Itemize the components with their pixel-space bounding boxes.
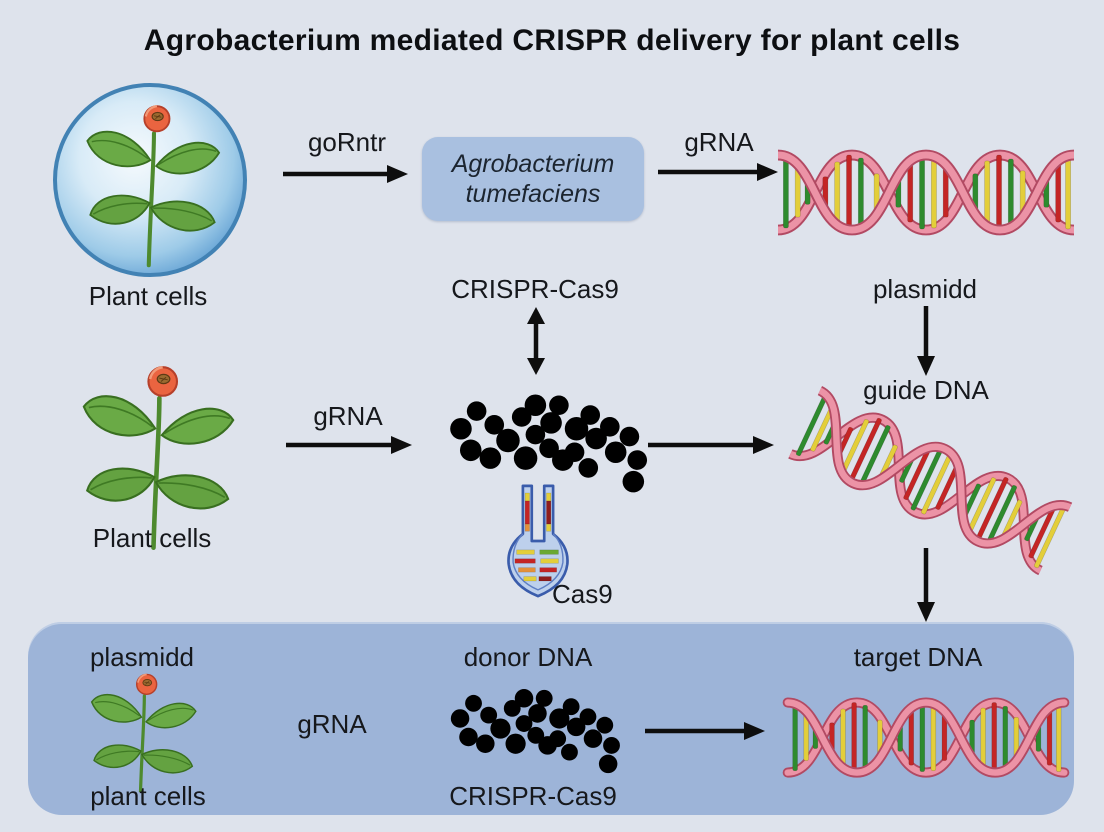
arrow-right-icon xyxy=(648,436,774,454)
grna-label-mid: gRNA xyxy=(313,401,383,431)
donor-dna-cluster-icon: .gc .links path{stroke:#a8a84a;} .gc .ba… xyxy=(450,689,620,774)
arrow-right-icon xyxy=(283,165,408,183)
agro-line1: Agrobacterium xyxy=(451,149,615,178)
arrow-double-vertical-icon xyxy=(527,307,545,375)
donor-dna-label: donor DNA xyxy=(463,642,593,672)
plant-cells-label-bottom: plant cells xyxy=(90,781,206,811)
plant-cells-label-top: Plant cells xyxy=(88,281,208,311)
plant-icon xyxy=(90,672,198,792)
guide-dna-label: guide DNA xyxy=(863,375,989,405)
agro-line2: tumefaciens xyxy=(465,180,601,208)
arrow1-label: goRntr xyxy=(307,127,387,157)
arrow2-label: gRNA xyxy=(684,127,754,157)
plasmid-label-bottom: plasmidd xyxy=(89,642,195,672)
grna-label-bottom: gRNA xyxy=(297,709,367,739)
crispr-cas9-label-mid: CRISPR-Cas9 xyxy=(451,274,619,304)
dna-helix-icon xyxy=(782,685,1070,791)
cas9-label: Cas9 xyxy=(552,579,613,609)
crispr-cas9-label-bottom: CRISPR-Cas9 xyxy=(449,781,617,811)
arrow-right-icon xyxy=(286,436,412,454)
arrow-right-icon xyxy=(645,722,765,740)
agrobacterium-box: Agrobacterium tumefaciens xyxy=(422,137,644,221)
page-title: Agrobacterium mediated CRISPR delivery f… xyxy=(143,24,961,57)
arrow-down-icon xyxy=(917,548,935,622)
plasmid-label-top: plasmidd xyxy=(872,274,978,304)
target-dna-label: target DNA xyxy=(853,642,983,672)
plant-cells-label-mid: Plant cells xyxy=(92,523,212,553)
plant-cell-circle-icon xyxy=(53,83,247,277)
arrow-right-icon xyxy=(658,163,778,181)
dna-helix-icon xyxy=(778,136,1074,250)
arrow-down-icon xyxy=(917,306,935,376)
